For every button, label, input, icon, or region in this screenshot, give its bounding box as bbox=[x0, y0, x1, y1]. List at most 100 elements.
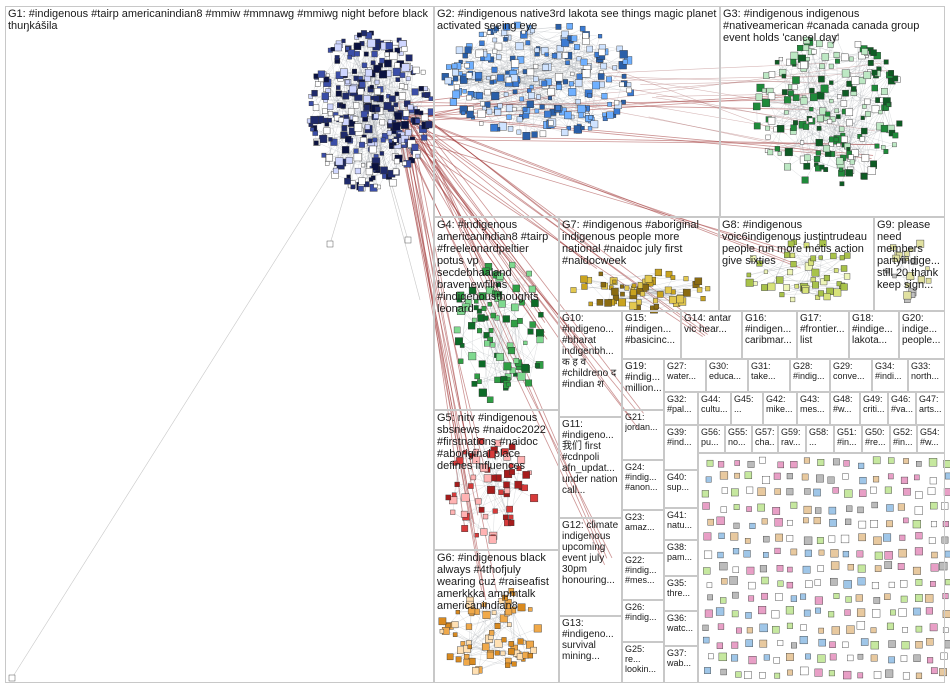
node bbox=[814, 507, 822, 514]
group-box-g27: G27: water... bbox=[664, 359, 706, 392]
node bbox=[630, 289, 637, 296]
node bbox=[664, 286, 672, 294]
node bbox=[846, 505, 853, 512]
node bbox=[334, 55, 340, 61]
edge bbox=[513, 307, 527, 370]
edge bbox=[328, 114, 336, 158]
node bbox=[581, 283, 588, 290]
edge bbox=[405, 100, 477, 458]
edge bbox=[469, 590, 512, 606]
node bbox=[480, 56, 485, 61]
group-box-g44: G44: cultu... bbox=[698, 392, 731, 425]
edge bbox=[452, 459, 477, 501]
node bbox=[888, 656, 895, 664]
node bbox=[538, 312, 544, 318]
node bbox=[358, 177, 366, 185]
node bbox=[402, 161, 407, 166]
node bbox=[345, 79, 350, 85]
node bbox=[482, 267, 490, 276]
node bbox=[837, 94, 842, 100]
edge bbox=[508, 40, 587, 83]
node bbox=[529, 85, 534, 90]
node bbox=[425, 121, 433, 129]
node bbox=[756, 260, 763, 267]
node bbox=[570, 71, 575, 76]
node bbox=[772, 625, 780, 634]
node bbox=[829, 653, 837, 661]
group-box-g56: G56: pu... bbox=[698, 425, 725, 453]
node bbox=[719, 471, 729, 480]
node bbox=[786, 473, 793, 480]
edge bbox=[805, 257, 843, 291]
group-box-g29: G29: conve... bbox=[830, 359, 872, 392]
edge bbox=[488, 607, 522, 639]
node bbox=[840, 534, 850, 544]
edge bbox=[763, 90, 781, 129]
node bbox=[452, 460, 458, 466]
node bbox=[357, 32, 362, 38]
node bbox=[529, 321, 536, 328]
edge bbox=[325, 120, 404, 143]
group-label-g9: G9: please need members partyindige... s… bbox=[877, 219, 940, 291]
node bbox=[706, 459, 714, 467]
node bbox=[361, 163, 366, 168]
node bbox=[859, 476, 867, 485]
node bbox=[428, 96, 434, 101]
node bbox=[398, 51, 404, 56]
node bbox=[619, 81, 625, 88]
edge bbox=[463, 54, 547, 114]
node bbox=[736, 627, 742, 634]
node bbox=[792, 120, 798, 126]
node bbox=[881, 88, 888, 95]
node bbox=[845, 169, 853, 177]
group-label-g7: G7: #indigenous #aboriginal indigenous p… bbox=[562, 219, 699, 267]
node bbox=[626, 87, 632, 93]
edge bbox=[456, 329, 509, 377]
edge bbox=[412, 122, 603, 554]
node bbox=[903, 291, 912, 300]
node bbox=[516, 116, 523, 123]
node bbox=[843, 670, 852, 680]
node bbox=[528, 607, 533, 612]
group-label-g13: G13: #indigeno... survival mining... bbox=[562, 618, 614, 662]
node bbox=[814, 668, 823, 677]
node bbox=[445, 494, 452, 501]
node bbox=[892, 254, 900, 263]
edge bbox=[508, 116, 544, 135]
node bbox=[816, 474, 824, 483]
node bbox=[392, 168, 400, 175]
group-label-g31: G31: take... bbox=[751, 361, 776, 381]
edge bbox=[767, 128, 891, 151]
node bbox=[379, 70, 388, 79]
node bbox=[656, 291, 664, 298]
edge bbox=[768, 119, 834, 141]
node bbox=[791, 84, 798, 90]
node bbox=[913, 654, 921, 662]
node bbox=[438, 617, 447, 626]
node bbox=[566, 126, 571, 131]
node bbox=[411, 88, 419, 96]
node bbox=[849, 159, 855, 165]
edge bbox=[397, 101, 483, 591]
node bbox=[652, 298, 659, 304]
edge bbox=[803, 87, 875, 160]
node bbox=[703, 567, 711, 575]
node bbox=[478, 292, 487, 301]
edge bbox=[464, 452, 474, 478]
group-box-g15: G15: #indigen... #basicinc... bbox=[622, 311, 681, 359]
node bbox=[800, 97, 808, 105]
node bbox=[486, 108, 493, 115]
node bbox=[845, 108, 854, 117]
node bbox=[831, 626, 840, 635]
node bbox=[474, 71, 483, 80]
node bbox=[925, 277, 932, 284]
node bbox=[352, 116, 359, 122]
group-label-g40: G40: sup... bbox=[667, 472, 690, 492]
node bbox=[364, 124, 371, 130]
node bbox=[393, 102, 399, 107]
edge bbox=[468, 600, 502, 644]
node bbox=[394, 62, 401, 69]
node bbox=[814, 579, 821, 586]
node bbox=[598, 34, 603, 39]
